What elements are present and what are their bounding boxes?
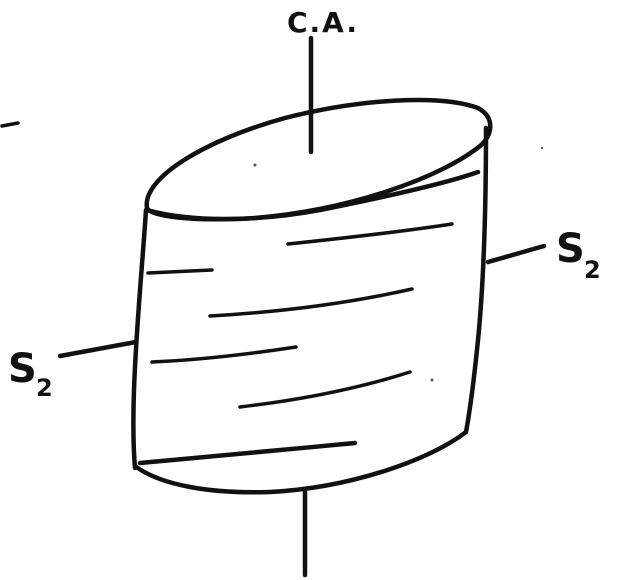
cylinder-right-side	[463, 125, 489, 435]
stray-mark	[0, 121, 20, 128]
striation-4	[150, 345, 298, 364]
left-axis-label: S	[8, 346, 37, 392]
striation-3	[208, 287, 414, 318]
speck-1	[253, 163, 257, 167]
striation-1	[286, 222, 454, 246]
cylinder-bottom-curve	[132, 429, 469, 495]
right-axis-subscript: 2	[584, 256, 601, 284]
speck-2	[430, 378, 434, 382]
left-axis-line	[57, 339, 139, 359]
top-axis-label: C.A.	[287, 6, 359, 39]
speck-3	[540, 146, 544, 150]
striation-2	[146, 268, 214, 275]
bottom-band-line	[137, 440, 358, 466]
left-axis-subscript: 2	[36, 374, 53, 402]
right-axis-line	[485, 243, 547, 265]
cylinder-left-side	[131, 207, 149, 471]
right-axis-label: S	[556, 226, 585, 272]
rim-band-line	[144, 169, 481, 222]
cylinder-top-ellipse	[144, 97, 493, 222]
striation-5	[238, 370, 412, 409]
